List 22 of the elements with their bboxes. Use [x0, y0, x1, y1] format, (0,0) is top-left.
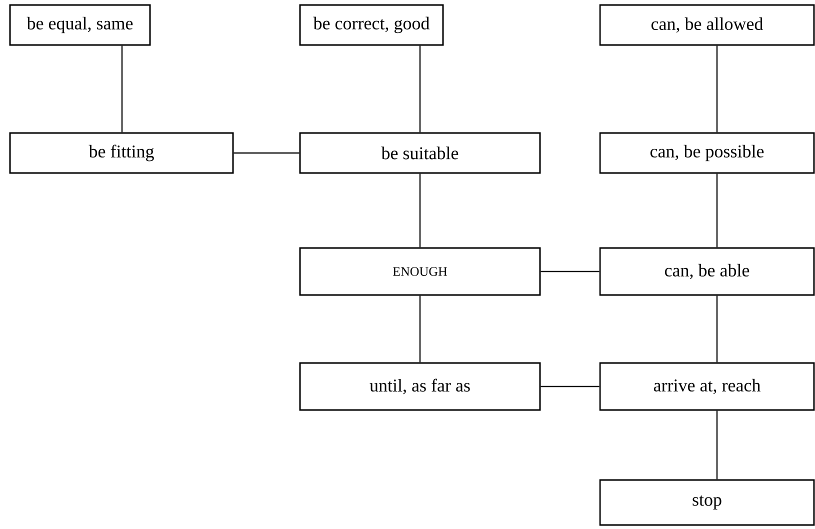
connector-line	[716, 46, 718, 132]
text-box: be correct, good	[299, 4, 444, 46]
text-box: stop	[599, 479, 815, 526]
text-box: ENOUGH	[299, 247, 541, 296]
text-box: be equal, same	[9, 4, 151, 46]
connector-line	[121, 46, 123, 132]
connector-line	[419, 296, 421, 362]
text-box: until, as far as	[299, 362, 541, 411]
connector-line	[234, 152, 300, 154]
connector-line	[716, 410, 718, 480]
text-box: can, be allowed	[599, 4, 815, 46]
text-box: can, be possible	[599, 132, 815, 174]
connector-line	[716, 174, 718, 248]
connector-line	[716, 296, 718, 362]
text-box: be fitting	[9, 132, 234, 174]
connector-line	[540, 270, 600, 272]
text-box: be suitable	[299, 132, 541, 174]
connector-line	[419, 46, 421, 132]
connector-line	[540, 386, 600, 388]
connector-line	[419, 174, 421, 248]
text-box: arrive at, reach	[599, 362, 815, 411]
text-box: can, be able	[599, 247, 815, 296]
